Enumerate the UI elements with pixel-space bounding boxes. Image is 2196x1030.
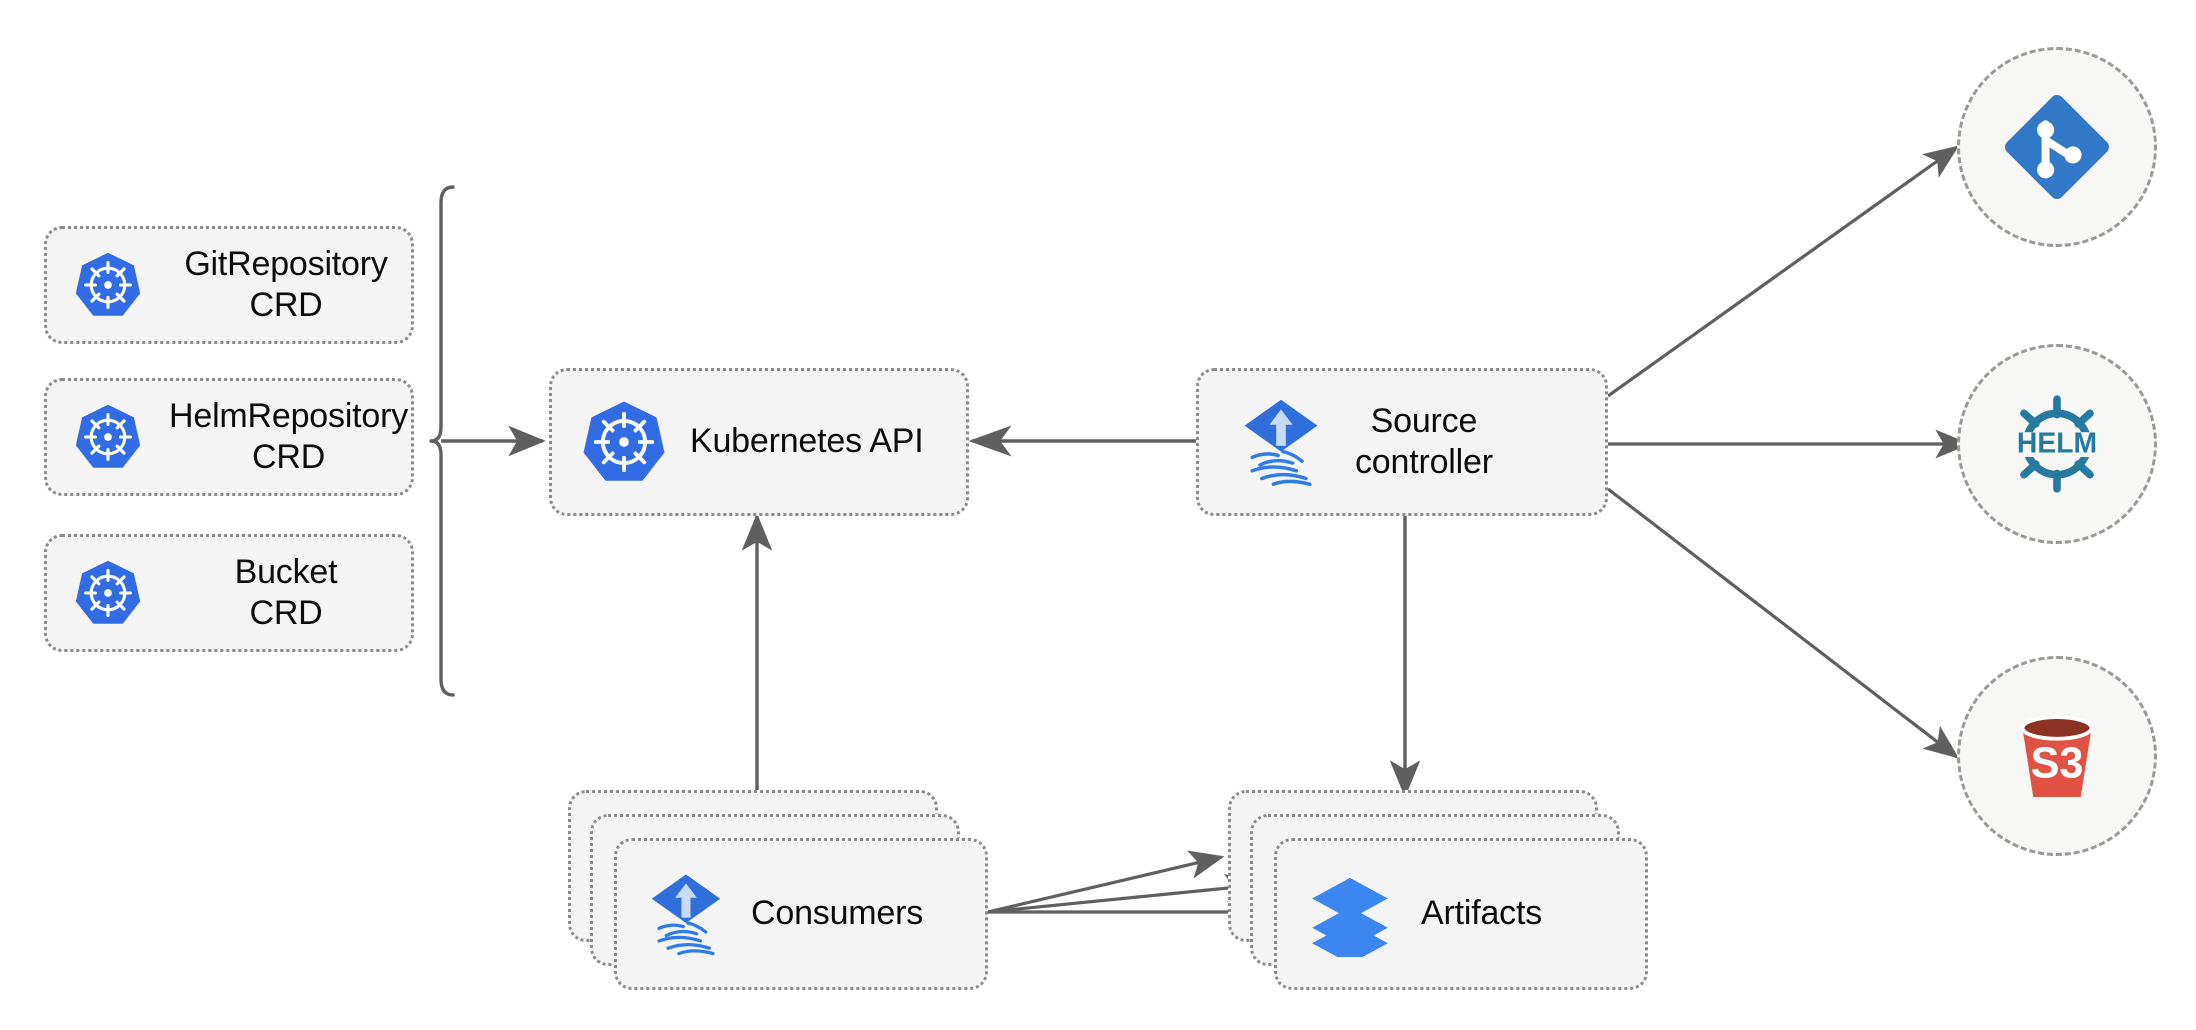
kubernetes-icon xyxy=(75,404,141,468)
node-label: GitRepository CRD xyxy=(184,244,388,324)
node-label: HelmRepository CRD xyxy=(169,396,409,476)
edge-source-controller-to-s3 xyxy=(1607,487,1960,759)
node-label: Bucket CRD xyxy=(234,552,338,632)
node-kubernetes-api[interactable]: Kubernetes API xyxy=(549,368,969,516)
layers-icon xyxy=(1312,877,1388,957)
node-label: Artifacts xyxy=(1421,894,1543,933)
node-label: Source controller xyxy=(1355,401,1493,481)
node-source-controller[interactable]: Source controller xyxy=(1196,368,1608,516)
node-s3-source[interactable]: S3 xyxy=(1957,656,2157,856)
node-git-source[interactable] xyxy=(1957,47,2157,247)
flux-icon xyxy=(1244,399,1318,486)
node-bucket-crd[interactable]: Bucket CRD xyxy=(44,534,414,652)
s3-bucket-icon: S3 xyxy=(2020,715,2094,798)
crd-group-bracket xyxy=(429,185,455,697)
helm-wordmark: HELM xyxy=(2017,427,2097,459)
git-icon xyxy=(2005,95,2109,199)
node-consumers[interactable]: Consumers xyxy=(614,838,988,990)
s3-wordmark: S3 xyxy=(2031,740,2084,788)
node-artifacts-stack[interactable]: Artifacts xyxy=(1228,790,1668,990)
node-artifacts[interactable]: Artifacts xyxy=(1274,838,1648,990)
node-helm-repository-crd[interactable]: HelmRepository CRD xyxy=(44,378,414,496)
node-label: Consumers xyxy=(751,894,924,933)
node-consumers-stack[interactable]: Consumers xyxy=(568,790,1008,990)
node-helm-source[interactable]: HELM xyxy=(1957,344,2157,544)
edge-source-controller-to-git xyxy=(1607,145,1960,398)
node-git-repository-crd[interactable]: GitRepository CRD xyxy=(44,226,414,344)
helm-icon: HELM xyxy=(2016,395,2098,493)
kubernetes-icon xyxy=(75,560,141,624)
kubernetes-icon xyxy=(583,401,665,481)
flux-icon xyxy=(651,874,721,956)
kubernetes-icon xyxy=(75,252,141,316)
node-label: Kubernetes API xyxy=(690,422,924,461)
